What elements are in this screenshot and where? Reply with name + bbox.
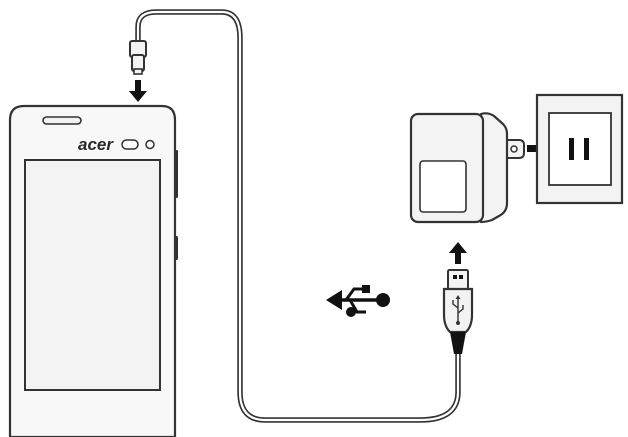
outlet-slot-right (584, 138, 589, 160)
usb-a-plug-icon (442, 269, 474, 354)
arrow-up-icon (449, 242, 467, 264)
brand-logo: acer (78, 135, 114, 154)
usb-symbol-icon (326, 285, 390, 317)
ac-adapter-icon (409, 112, 525, 224)
strain-relief (450, 332, 466, 354)
usb-a-tip (447, 269, 469, 290)
adapter-label-recess (419, 160, 467, 213)
micro-usb-plug-icon (129, 40, 147, 75)
smartphone-icon: acer (8, 104, 178, 437)
cable-highlight (136, 10, 460, 422)
sensor (121, 139, 139, 150)
phone-screen (24, 159, 161, 391)
wall-outlet-icon (535, 93, 624, 205)
outlet-face (548, 112, 612, 186)
adapter-side (479, 112, 509, 224)
front-camera (145, 139, 155, 150)
arrow-down-icon (129, 80, 147, 102)
earpiece (42, 116, 82, 125)
outlet-slot-left (569, 138, 574, 160)
